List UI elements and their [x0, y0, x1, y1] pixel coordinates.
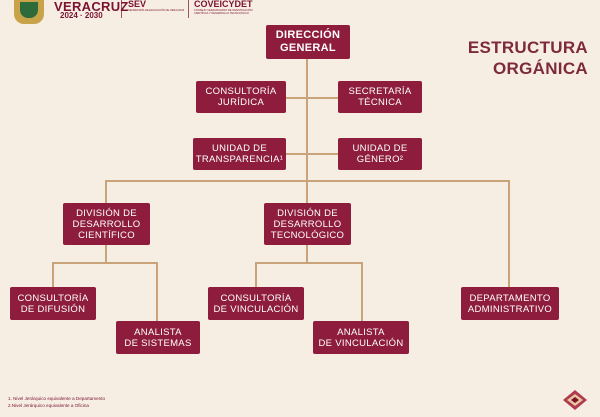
title-line-1: ESTRUCTURA — [467, 38, 588, 57]
page-title: ESTRUCTURA ORGÁNICA — [408, 37, 588, 79]
connector-cientifico-bus — [52, 262, 158, 264]
connector-to-departamento — [508, 180, 510, 289]
connector-to-division-cientifico — [105, 180, 107, 205]
coveicydet-logo-subtitle: CONSEJO VERACRUZANO DE INVESTIGACIÓN CIE… — [194, 9, 253, 15]
connector-to-division-tecnologico — [306, 180, 308, 205]
connector-staff-row-2 — [286, 153, 338, 155]
coveicydet-emblem-icon — [563, 390, 587, 410]
connector-main-trunk — [306, 57, 308, 181]
title-line-2: ORGÁNICA — [493, 59, 588, 78]
connector-to-consultoria-vinculacion — [255, 262, 257, 289]
footnote-2: 2.Nivel Jerárquico equivalente a Oficina — [8, 403, 89, 408]
government-years: 2024 · 2030 — [60, 11, 103, 20]
connector-to-analista-sistemas — [156, 262, 158, 322]
sev-logo-subtitle: SECRETARÍA DE EDUCACIÓN DE VERACRUZ — [128, 9, 185, 12]
header-divider — [121, 0, 122, 18]
sev-logo-name: SEV — [128, 0, 147, 9]
connector-cientifico-down — [105, 244, 107, 264]
connector-tecnologico-down — [306, 244, 308, 264]
footnote-1: 1. Nivel Jerárquico equivalente a Depart… — [8, 396, 106, 401]
coveicydet-logo-name: COVEICYDET — [194, 0, 253, 9]
connector-staff-row-1 — [286, 97, 338, 99]
state-name: VERACRUZ — [54, 0, 129, 14]
connector-to-analista-vinculacion — [361, 262, 363, 322]
state-crest-icon — [14, 0, 44, 24]
connector-tecnologico-bus — [255, 262, 363, 264]
header-divider — [188, 0, 189, 18]
connector-to-consultoria-difusion — [52, 262, 54, 289]
